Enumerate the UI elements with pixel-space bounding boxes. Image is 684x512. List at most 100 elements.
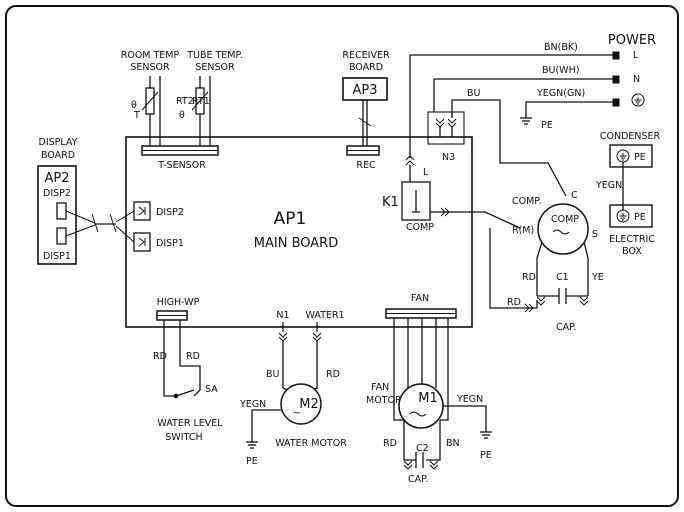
- power-n: N: [633, 74, 640, 85]
- wire-ws-right: [179, 320, 201, 397]
- main-board-id: AP1: [274, 209, 307, 229]
- wire-comp-rd: [536, 241, 543, 296]
- wire-wm-rd: [305, 340, 318, 393]
- port-comp: COMP: [406, 222, 434, 233]
- display-disp2-connector: [56, 202, 67, 220]
- display-cable: [65, 210, 135, 243]
- fan-motor-id: M1: [418, 391, 438, 406]
- compressor-c1: C1: [556, 272, 569, 283]
- fan-motor-rd: RD: [383, 438, 397, 449]
- water-switch-sa: SA: [205, 384, 218, 395]
- power-wire-pe: YEGN(GN): [536, 88, 585, 99]
- fan-motor-bn: BN: [446, 438, 460, 449]
- electric-box-pe: PE: [634, 212, 646, 223]
- receiver-id: AP3: [352, 83, 377, 98]
- display-board-title-2: BOARD: [41, 150, 75, 161]
- water-switch-rd1: RD: [153, 351, 167, 362]
- electric-box-label-1: ELECTRIC: [609, 234, 655, 245]
- water-motor-tilde: ~: [293, 408, 301, 419]
- compressor-title: COMP.: [512, 196, 542, 207]
- room-sensor-label-1: ROOM TEMP: [121, 50, 180, 61]
- water-motor-rd: RD: [326, 369, 340, 380]
- wire-l: [409, 54, 613, 158]
- receiver-box: [342, 77, 388, 101]
- display-board-id: AP2: [44, 171, 69, 186]
- sensor-rt1: RT1: [192, 96, 210, 107]
- receiver-label-1: RECEIVER: [342, 50, 390, 61]
- relay-k1-box: [401, 181, 431, 221]
- power-pe-label: PE: [541, 120, 553, 131]
- room-sensor-label-2: SENSOR: [130, 62, 170, 73]
- power-terminals: [612, 51, 620, 107]
- tube-sensor-thermistor: [191, 76, 211, 146]
- fan-wires: [393, 318, 449, 421]
- compressor-ye: YE: [591, 272, 604, 283]
- water-switch-label-2: SWITCH: [165, 432, 202, 443]
- wire-wm-gnd: [251, 409, 281, 438]
- water-motor-circle: [280, 383, 322, 425]
- port-water1: WATER1: [305, 310, 344, 321]
- wire-fm-gnd: [443, 405, 487, 428]
- relay-k1: K1: [382, 195, 399, 210]
- tube-sensor-label-1: TUBE TEMP.: [186, 50, 243, 61]
- water-motor-id: M2: [299, 397, 319, 412]
- power-l: L: [633, 50, 639, 61]
- port-disp2: DISP2: [156, 207, 184, 218]
- display-board-title-1: DISPLAY: [39, 137, 78, 148]
- water-motor-yegn: YEGN: [239, 399, 266, 410]
- wire-ws-left: [163, 320, 176, 397]
- port-n1: N1: [276, 310, 289, 321]
- relay-l: L: [423, 167, 429, 178]
- compressor-r: R(M): [512, 225, 534, 236]
- fan-motor-c2: C2: [416, 443, 429, 454]
- power-wire-n: BU(WH): [542, 65, 579, 76]
- display-disp1-connector: [56, 227, 67, 245]
- condenser-box: [609, 144, 653, 168]
- compressor-cap: CAP.: [556, 322, 576, 333]
- wire-comp-ye: [583, 241, 589, 296]
- fan-motor-pe: PE: [480, 450, 492, 461]
- disp2-socket: [133, 201, 151, 221]
- compressor-capacitor: [537, 288, 588, 304]
- wire-n3-bu: [451, 99, 567, 197]
- sensor-rt2: RT2: [176, 96, 194, 107]
- fan-motor-label-2: MOTOR: [366, 395, 402, 406]
- fan-motor-cap: CAP.: [408, 474, 428, 485]
- water-motor-bu: BU: [266, 369, 280, 380]
- wire-fm-bn: [426, 420, 441, 461]
- compressor-circle: [537, 203, 589, 255]
- compressor-rd: RD: [522, 272, 536, 283]
- compressor-s: S: [592, 229, 598, 240]
- electric-box-box: [609, 204, 653, 228]
- port-disp1: DISP1: [156, 238, 184, 249]
- compressor-rd2: RD: [507, 297, 521, 308]
- power-title: POWER: [608, 33, 656, 48]
- compressor-c: C: [571, 190, 578, 201]
- receiver-cable: [358, 100, 372, 146]
- room-sensor-thermistor: [141, 76, 161, 146]
- ground-yegn: YEGN: [595, 180, 622, 191]
- water-motor-name: WATER MOTOR: [275, 438, 347, 449]
- electric-box-label-2: BOX: [622, 246, 642, 257]
- wire-fm-rd: [403, 420, 416, 461]
- port-t-sensor: T-SENSOR: [157, 160, 206, 171]
- n3-plug: [427, 111, 465, 145]
- port-high-wp: HIGH-WP: [157, 297, 200, 308]
- port-n3: N3: [442, 152, 455, 163]
- power-bu: BU: [467, 88, 481, 99]
- water-switch-label-1: WATER LEVEL: [157, 418, 223, 429]
- main-board-box: [125, 136, 473, 328]
- wire-n: [433, 78, 613, 112]
- display-board-disp2: DISP2: [43, 188, 71, 199]
- water-switch-rd2: RD: [186, 351, 200, 362]
- compressor-label: COMP: [551, 214, 579, 225]
- receiver-label-2: BOARD: [349, 62, 383, 73]
- condenser-label: CONDENSER: [600, 131, 661, 142]
- fan-capacitor: [415, 452, 424, 468]
- port-fan: FAN: [411, 293, 429, 304]
- tube-sensor-label-2: SENSOR: [195, 62, 235, 73]
- port-rec: REC: [356, 160, 376, 171]
- room-sensor-theta: θ: [131, 100, 137, 111]
- water-motor-pe: PE: [246, 456, 258, 467]
